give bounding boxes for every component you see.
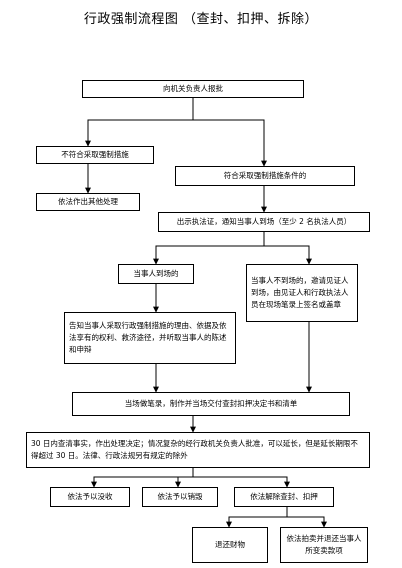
box-meet: 符合采取强制措施条件的 xyxy=(175,166,355,186)
arrow-decision-to-confiscate xyxy=(91,468,194,488)
box-record: 当场做笔录，制作并当场交付查封扣押决定书和清单 xyxy=(72,392,350,416)
box-not-meet-label: 不符合采取强制措施 xyxy=(61,150,129,159)
box-decision: 30 日内查清事实，作出处理决定；情况复杂的经行政机关负责人批准，可以延长，但是… xyxy=(26,432,370,468)
box-not-meet: 不符合采取强制措施 xyxy=(36,146,154,164)
box-absent-label: 当事人不到场的，邀请见证人到场，由见证人和行政执法人员在现场笔录上签名或盖章 xyxy=(251,276,349,309)
box-approve-label: 向机关负责人报批 xyxy=(163,84,223,93)
box-confiscate: 依法予以没收 xyxy=(50,487,130,507)
box-record-label: 当场做笔录，制作并当场交付查封扣押决定书和清单 xyxy=(124,399,298,408)
box-other-label: 依法作出其他处理 xyxy=(58,197,118,206)
box-destroy: 依法予以销毁 xyxy=(142,487,218,507)
arrow-approve-to-meet xyxy=(193,119,267,167)
box-show-cert: 出示执法证，通知当事人到场（至少 2 名执法人员） xyxy=(158,212,370,232)
arrow-show-cert-to-present xyxy=(153,232,265,265)
page-title: 行政强制流程图 （查封、扣押、拆除） xyxy=(83,12,319,27)
box-auction-label: 依法拍卖并退还当事人所变卖款项 xyxy=(286,534,362,555)
arrow-approve-to-not-meet xyxy=(85,98,194,147)
box-inform-label: 告知当事人采取行政强制措施的理由、依据及依法享有的权利、救济途径，并听取当事人的… xyxy=(69,321,227,354)
box-release: 依法解除查封、扣押 xyxy=(234,487,334,507)
box-release-label: 依法解除查封、扣押 xyxy=(250,492,318,501)
box-return-label: 退还财物 xyxy=(215,540,245,549)
arrow-release-to-auction xyxy=(287,516,327,528)
box-decision-label: 30 日内查清事实，作出处理决定；情况复杂的经行政机关负责人批准，可以延长，但是… xyxy=(31,439,358,460)
arrow-show-cert-to-absent xyxy=(264,245,312,265)
box-meet-label: 符合采取强制措施条件的 xyxy=(223,171,307,180)
box-auction: 依法拍卖并退还当事人所变卖款项 xyxy=(280,527,368,563)
box-inform: 告知当事人采取行政强制措施的理由、依据及依法享有的权利、救济途径，并听取当事人的… xyxy=(64,312,236,364)
box-show-cert-label: 出示执法证，通知当事人到场（至少 2 名执法人员） xyxy=(176,217,352,226)
box-absent: 当事人不到场的，邀请见证人到场，由见证人和行政执法人员在现场笔录上签名或盖章 xyxy=(246,264,358,322)
arrow-decision-to-release xyxy=(193,476,290,488)
box-present: 当事人到场的 xyxy=(118,264,194,284)
box-return: 退还财物 xyxy=(192,527,268,563)
box-destroy-label: 依法予以销毁 xyxy=(157,492,203,501)
arrow-release-to-return xyxy=(226,507,288,528)
box-approve: 向机关负责人报批 xyxy=(82,80,304,98)
box-confiscate-label: 依法予以没收 xyxy=(67,492,113,501)
box-other: 依法作出其他处理 xyxy=(36,193,140,211)
box-present-label: 当事人到场的 xyxy=(133,269,179,278)
